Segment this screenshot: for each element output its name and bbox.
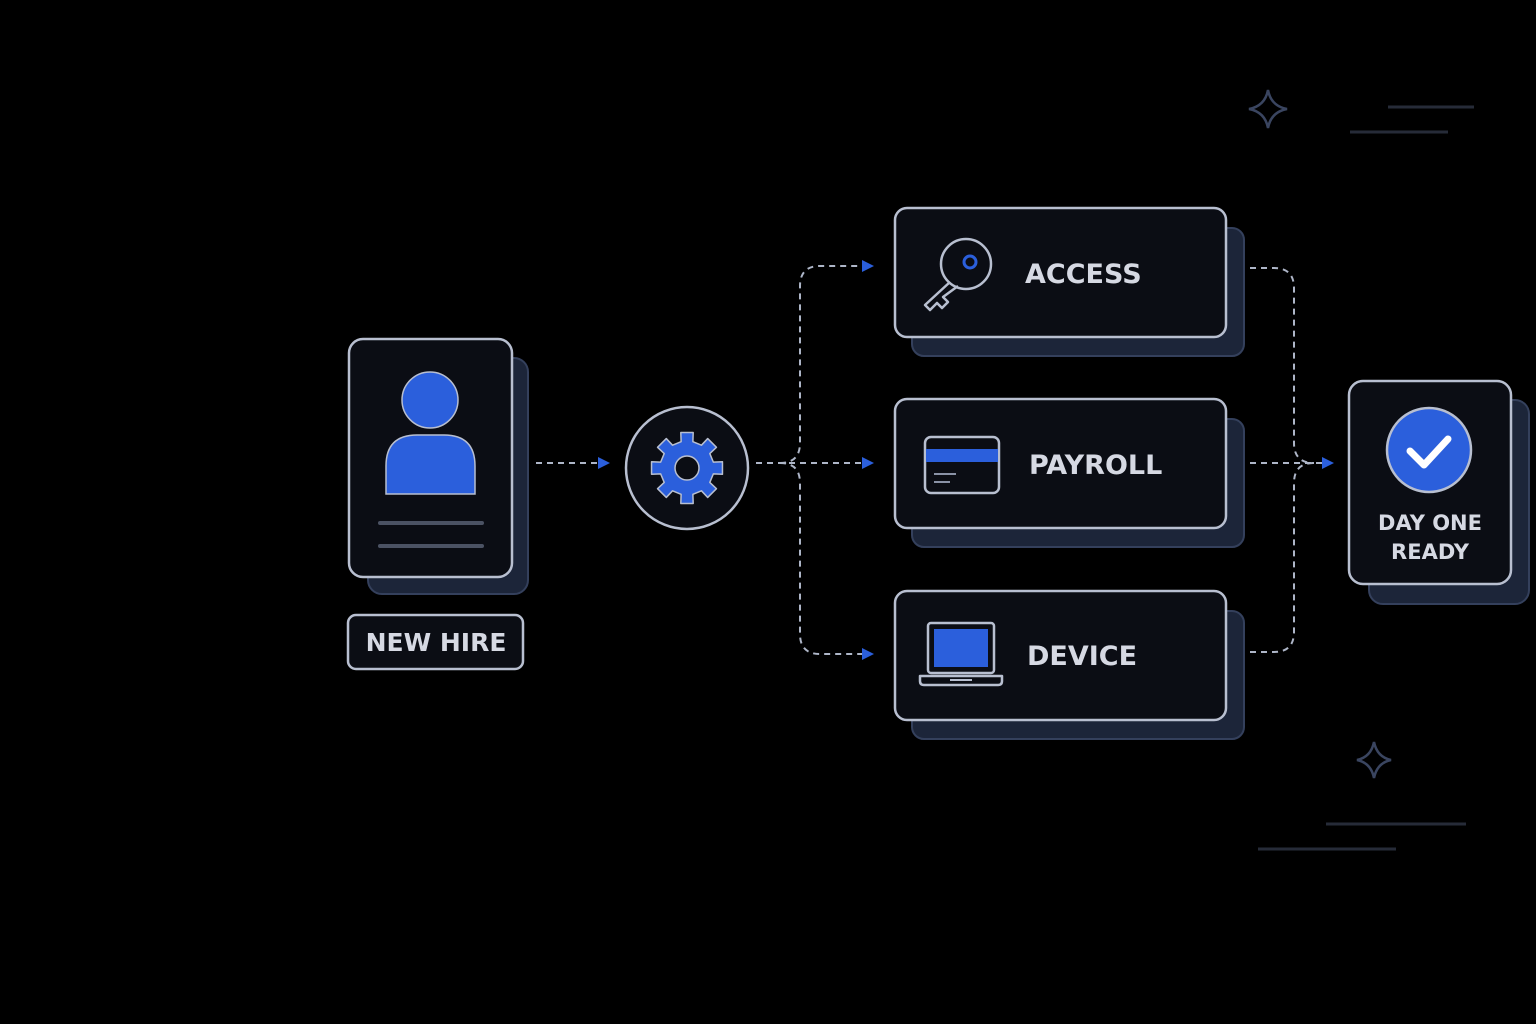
step-label-payroll: PAYROLL — [1029, 450, 1162, 481]
gear-hole — [674, 455, 700, 481]
connector-access-to-result — [1250, 267, 1315, 464]
step-card-device: DEVICE — [893, 589, 1245, 740]
step-label-device: DEVICE — [1027, 641, 1137, 672]
new-hire-card — [347, 337, 529, 595]
credit-card-icon — [923, 435, 1001, 495]
new-hire-label: NEW HIRE — [346, 613, 525, 671]
sparkle-icon — [1356, 741, 1392, 779]
connector-device-to-result — [1250, 462, 1315, 653]
connectors — [536, 260, 1334, 660]
result-label-line2: READY — [1391, 540, 1470, 564]
process-node — [624, 405, 750, 531]
new-hire-label-text: NEW HIRE — [366, 628, 507, 657]
key-icon — [923, 237, 993, 312]
result-label-line1: DAY ONE — [1378, 511, 1482, 535]
gear-icon — [650, 431, 724, 505]
person-icon — [385, 371, 476, 495]
result-card: DAY ONE READY — [1347, 379, 1530, 605]
decoration-bottom-right — [1258, 741, 1466, 851]
sparkle-icon — [1248, 89, 1288, 129]
connector-process-to-device — [779, 462, 874, 660]
laptop-icon — [918, 621, 1004, 687]
step-card-access: ACCESS — [893, 206, 1245, 357]
check-circle-icon — [1385, 406, 1473, 494]
step-label-access: ACCESS — [1025, 259, 1142, 290]
step-card-payroll: PAYROLL — [893, 397, 1245, 548]
decoration-top-right — [1248, 89, 1474, 134]
connector-process-to-access — [779, 260, 874, 464]
